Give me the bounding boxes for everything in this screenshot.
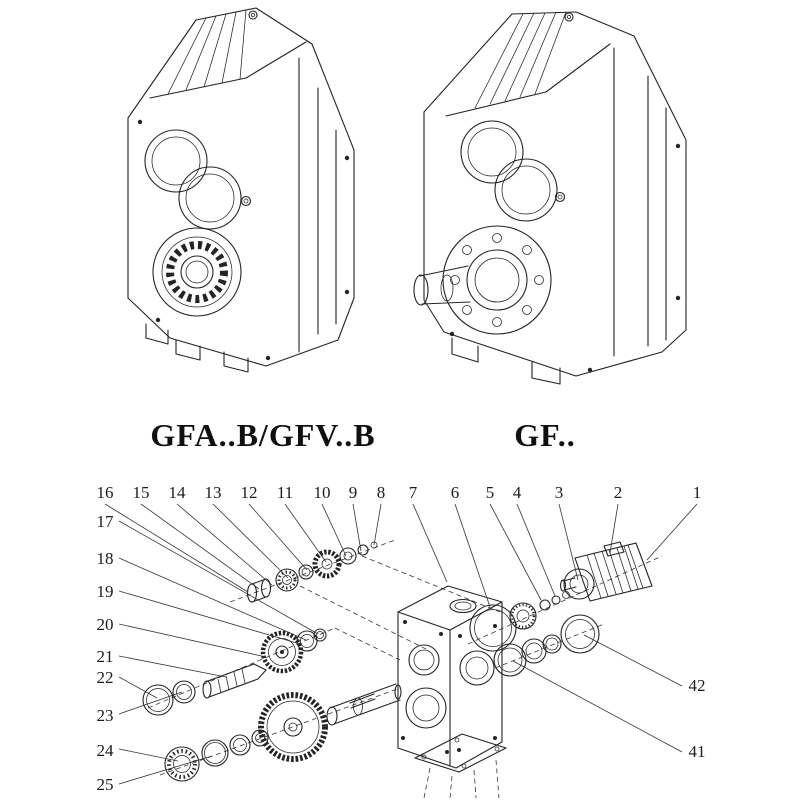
pinion-gear [312, 549, 342, 579]
callout-6: 6 [451, 483, 460, 502]
right-gearbox-drawing [413, 11, 687, 385]
model-label-left: GFA..B/GFV..B [150, 417, 375, 453]
motor-unit [559, 541, 653, 602]
terminal-box [603, 541, 625, 557]
intermediate-shaft-parts [142, 628, 327, 716]
callout-12: 12 [241, 483, 258, 502]
ball-bearing [164, 746, 200, 782]
callout-14: 14 [169, 483, 187, 502]
snap-ring [201, 739, 229, 767]
callout-8: 8 [377, 483, 386, 502]
callout-24: 24 [97, 741, 115, 760]
callout-22: 22 [97, 668, 114, 687]
assembly-axes [147, 539, 663, 776]
callout-5: 5 [486, 483, 495, 502]
callout-1: 1 [693, 483, 702, 502]
side-ribs [298, 57, 337, 353]
splined-shaft [202, 663, 267, 699]
callout-42: 42 [689, 676, 706, 695]
input-shaft-parts [246, 541, 378, 603]
callout-21: 21 [97, 647, 114, 666]
output-shaft [413, 265, 471, 306]
left-gearbox-drawing [127, 7, 355, 373]
side-ribs [613, 47, 667, 357]
callout-41: 41 [689, 742, 706, 761]
exploded-parts-diagram: 16 15 14 13 12 11 10 9 8 7 6 5 4 3 2 1 1… [97, 483, 706, 799]
callout-9: 9 [349, 483, 358, 502]
part-callouts: 16 15 14 13 12 11 10 9 8 7 6 5 4 3 2 1 1… [97, 483, 706, 794]
cooling-fins [474, 11, 567, 109]
bearing [275, 568, 299, 592]
mounting-feet [451, 337, 561, 385]
model-label-right: GF.. [514, 417, 576, 453]
callout-18: 18 [97, 549, 114, 568]
callout-3: 3 [555, 483, 564, 502]
callout-4: 4 [513, 483, 522, 502]
circlip [142, 684, 174, 716]
callout-16: 16 [97, 483, 114, 502]
callout-17: 17 [97, 512, 115, 531]
lower-bore [178, 166, 242, 230]
callout-25: 25 [97, 775, 114, 794]
callout-2: 2 [614, 483, 623, 502]
upper-bore [144, 129, 208, 193]
callout-13: 13 [205, 483, 222, 502]
callout-23: 23 [97, 706, 114, 725]
callout-11: 11 [277, 483, 293, 502]
output-bearing [152, 227, 242, 317]
upper-bore [460, 120, 524, 184]
callout-15: 15 [133, 483, 150, 502]
lower-bore [494, 158, 558, 222]
output-shaft [326, 683, 402, 726]
callout-10: 10 [314, 483, 331, 502]
mounting-feet [145, 323, 249, 373]
output-shaft-parts [164, 683, 402, 782]
intermediate-gear [260, 630, 304, 674]
cooling-fins [167, 9, 247, 95]
output-flange [442, 225, 552, 335]
main-gear [258, 692, 328, 762]
leader-lines [104, 503, 698, 785]
callout-19: 19 [97, 582, 114, 601]
motor-side-parts [469, 541, 653, 677]
gasket-plate [414, 733, 507, 799]
callout-7: 7 [409, 483, 418, 502]
callout-20: 20 [97, 615, 114, 634]
